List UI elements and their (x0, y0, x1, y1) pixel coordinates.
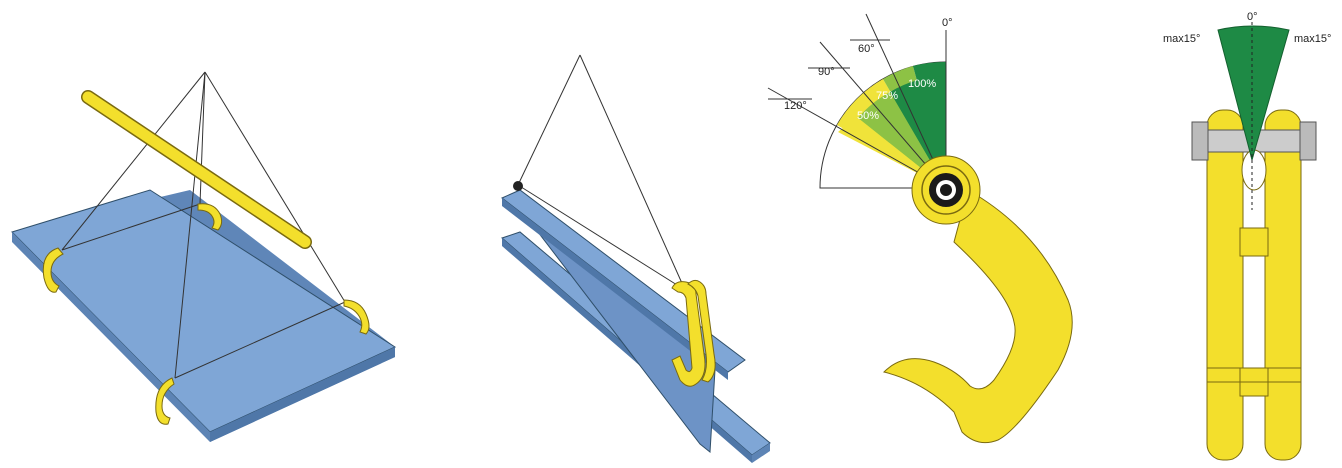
max15-right-label: max15° (1294, 33, 1331, 45)
sling-shackle (513, 181, 523, 191)
panel-beam-lift (502, 55, 770, 463)
clamp-spacer (1240, 228, 1268, 256)
panel-clamp-front: 0° max15° max15° (1163, 11, 1331, 460)
pct-75-label: 75% (876, 90, 898, 102)
clamp-eye (1242, 150, 1266, 190)
zero-angle-label: 0° (942, 17, 953, 29)
sling-line (518, 55, 580, 185)
zero-angle-label: 0° (1247, 11, 1258, 23)
bolt-head-left (1192, 122, 1208, 160)
angle-120-label: 120° (784, 100, 807, 112)
panel-plate-lift (12, 72, 395, 442)
lifting-hook (884, 190, 1072, 443)
clamp-left-plate (1207, 110, 1243, 460)
angle-90-label: 90° (818, 66, 835, 78)
pct-100-label: 100% (908, 78, 936, 90)
angle-60-label: 60° (858, 43, 875, 55)
bolt-nut-right (1300, 122, 1316, 160)
hook-eye-core (940, 184, 952, 196)
sling-line (200, 72, 205, 204)
panel-angle-chart: 0° 60° 90° 120° 100% 75% 50% (768, 14, 1072, 443)
clamp-right-plate (1265, 110, 1301, 460)
pct-50-label: 50% (857, 110, 879, 122)
steel-plate (12, 190, 395, 432)
max15-left-label: max15° (1163, 33, 1200, 45)
